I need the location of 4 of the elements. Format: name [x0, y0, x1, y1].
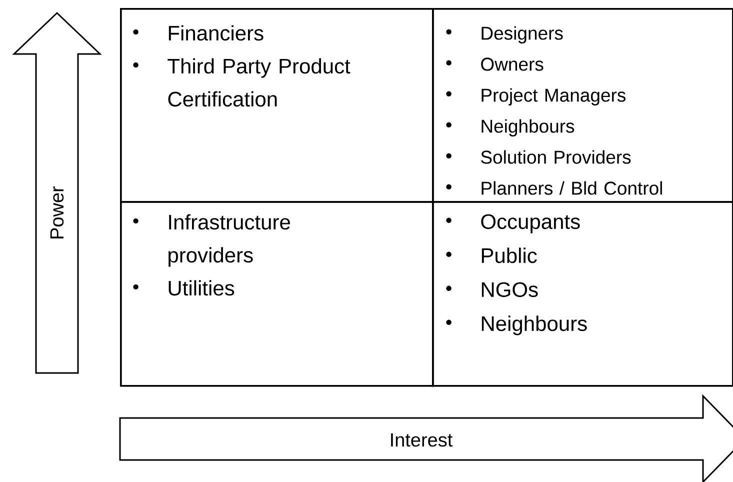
quadrant-cell: Financiers Third Party Product Certification: [120, 8, 434, 203]
quadrant-cell: Occupants Public NGOs Neighbours: [432, 201, 733, 387]
quadrant-cell: Designers Owners Project Managers Neighbours Solution Providers Planners / Bld Control: [432, 8, 733, 203]
quadrant-cell: Infrastructure providers Utilities: [120, 201, 434, 387]
